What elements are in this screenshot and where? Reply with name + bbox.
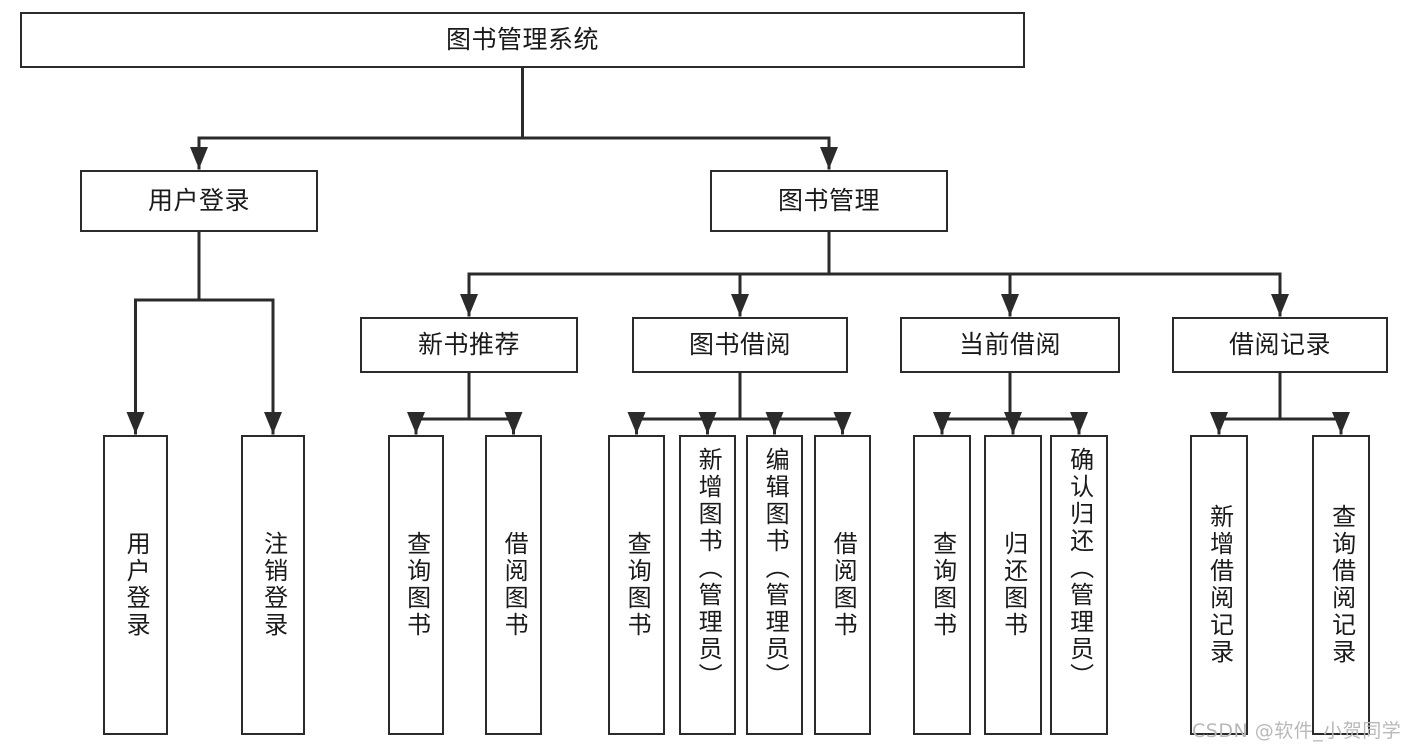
connector-arrowhead xyxy=(698,412,717,434)
leaf-node-label: 编辑图书（管理员） xyxy=(761,447,790,690)
leaf-node[interactable]: 新增借阅记录 xyxy=(1190,435,1248,735)
leaf-node[interactable]: 编辑图书（管理员） xyxy=(746,435,803,735)
level3-node[interactable]: 借阅记录 xyxy=(1172,317,1388,373)
connector-arrowhead xyxy=(627,412,646,434)
connector-arrowhead xyxy=(407,412,425,434)
level3-node[interactable]: 图书借阅 xyxy=(632,317,848,373)
connector-arrowhead xyxy=(1210,412,1228,434)
level3-node[interactable]: 新书推荐 xyxy=(360,317,578,373)
leaf-node-label: 新增图书（管理员） xyxy=(694,447,723,690)
leaf-node[interactable]: 借阅图书 xyxy=(485,435,542,735)
level2-node[interactable]: 图书管理 xyxy=(710,170,948,232)
level2-node-label: 用户登录 xyxy=(147,186,250,216)
leaf-node-label: 查询图书 xyxy=(402,531,431,639)
connector-arrowhead xyxy=(460,294,478,316)
connector-arrowhead xyxy=(1271,294,1289,316)
leaf-node[interactable]: 查询图书 xyxy=(388,435,444,735)
leaf-node-label: 新增借阅记录 xyxy=(1205,504,1234,666)
leaf-node[interactable]: 注销登录 xyxy=(241,435,305,735)
connector-arrowhead xyxy=(190,147,208,169)
leaf-node-label: 注销登录 xyxy=(259,531,288,639)
leaf-node-label: 确认归还（管理员） xyxy=(1065,447,1094,690)
connector-arrowhead xyxy=(933,412,951,434)
leaf-node[interactable]: 查询图书 xyxy=(608,435,665,735)
leaf-node[interactable]: 查询图书 xyxy=(913,435,971,735)
leaf-node-label: 归还图书 xyxy=(999,531,1028,639)
level3-node[interactable]: 当前借阅 xyxy=(900,317,1120,373)
leaf-node-label: 查询图书 xyxy=(928,531,957,639)
leaf-node-label: 查询借阅记录 xyxy=(1327,504,1356,666)
leaf-node[interactable]: 新增图书（管理员） xyxy=(679,435,736,735)
connector-arrowhead xyxy=(833,412,852,434)
level3-node-label: 当前借阅 xyxy=(958,330,1061,360)
connector-arrowhead xyxy=(765,412,784,434)
level3-node-label: 图书借阅 xyxy=(688,330,791,360)
connector-arrowhead xyxy=(1004,412,1022,434)
level3-node-label: 新书推荐 xyxy=(417,330,520,360)
connector-arrowhead xyxy=(1001,294,1019,316)
level2-node-label: 图书管理 xyxy=(777,186,880,216)
leaf-node[interactable]: 借阅图书 xyxy=(814,435,871,735)
connector-arrowhead xyxy=(504,412,523,434)
leaf-node-label: 查询图书 xyxy=(623,531,652,639)
level3-node-label: 借阅记录 xyxy=(1228,330,1331,360)
root-node[interactable]: 图书管理系统 xyxy=(20,12,1025,68)
connector-arrowhead xyxy=(264,412,282,434)
leaf-node[interactable]: 用户登录 xyxy=(103,435,168,735)
connector-arrowhead xyxy=(126,412,145,434)
connector-arrowhead xyxy=(731,294,749,316)
connector-arrowhead xyxy=(820,147,838,169)
leaf-node[interactable]: 确认归还（管理员） xyxy=(1050,435,1108,735)
leaf-node-label: 借阅图书 xyxy=(829,531,858,639)
connector-arrowhead xyxy=(1070,412,1088,434)
leaf-node[interactable]: 归还图书 xyxy=(984,435,1042,735)
leaf-node-label: 借阅图书 xyxy=(500,531,529,639)
leaf-node[interactable]: 查询借阅记录 xyxy=(1312,435,1370,735)
level2-node[interactable]: 用户登录 xyxy=(80,170,318,232)
root-node-label: 图书管理系统 xyxy=(445,25,599,55)
leaf-node-label: 用户登录 xyxy=(122,531,151,639)
connector-arrowhead xyxy=(1332,412,1350,434)
